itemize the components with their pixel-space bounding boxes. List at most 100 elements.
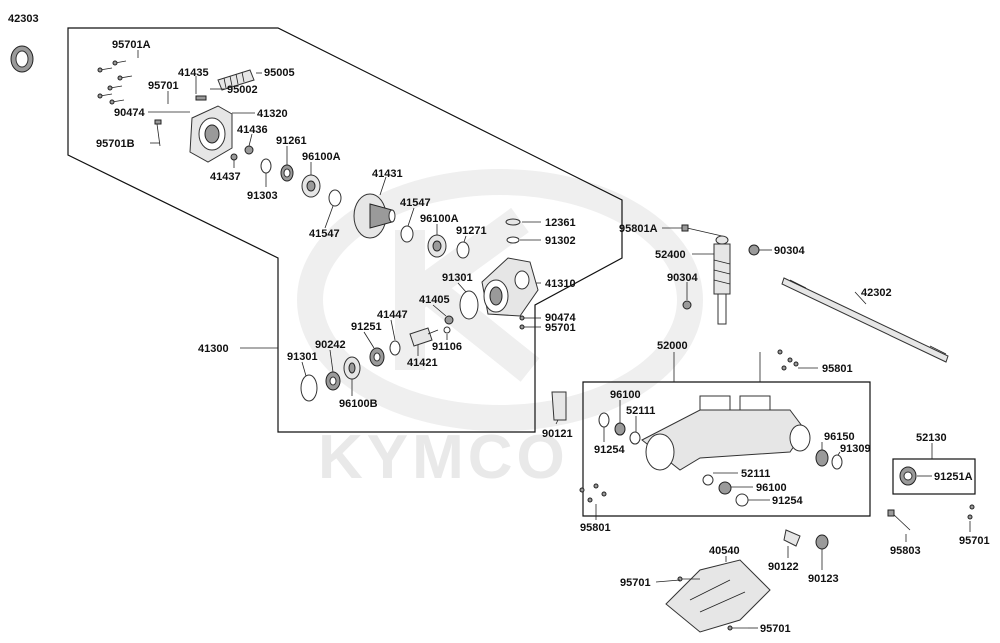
label-52130[interactable]: 52130 (916, 432, 947, 444)
bolts-95701c-part[interactable] (967, 504, 975, 520)
label-12361[interactable]: 12361 (545, 217, 576, 229)
label-41447[interactable]: 41447 (377, 309, 408, 321)
bearing-96100Ab-part[interactable] (427, 234, 447, 258)
label-91254-b[interactable]: 91254 (772, 495, 803, 507)
label-41405[interactable]: 41405 (419, 294, 450, 306)
label-41320[interactable]: 41320 (257, 108, 288, 120)
label-90121[interactable]: 90121 (542, 428, 573, 440)
bolt-90122-part[interactable] (783, 529, 801, 547)
oring-91303-part[interactable] (260, 158, 272, 174)
label-95002[interactable]: 95002 (227, 84, 258, 96)
label-41547-a[interactable]: 41547 (309, 228, 340, 240)
label-41300[interactable]: 41300 (198, 343, 229, 355)
skid-plate-40540-part[interactable] (665, 559, 771, 633)
bolts-95801-part[interactable] (777, 349, 799, 371)
label-96100B[interactable]: 96100B (339, 398, 378, 410)
label-91254-a[interactable]: 91254 (594, 444, 625, 456)
nut-90304-part[interactable] (748, 244, 760, 256)
label-95701-a[interactable]: 95701 (148, 80, 179, 92)
gear-41431-part[interactable] (353, 193, 396, 239)
label-95801A[interactable]: 95801A (619, 223, 658, 235)
bearing-96100b-part[interactable] (718, 481, 732, 495)
oring-91301b-part[interactable] (300, 374, 318, 402)
oring-91309-part[interactable] (831, 454, 843, 470)
seal-91254b-part[interactable] (735, 493, 749, 507)
bolt-95701d-part[interactable] (677, 576, 700, 582)
part-91106[interactable] (443, 326, 451, 334)
label-95701-d[interactable]: 95701 (620, 577, 651, 589)
label-95801-a[interactable]: 95801 (822, 363, 853, 375)
label-90123[interactable]: 90123 (808, 573, 839, 585)
collar-52111b-part[interactable] (702, 474, 714, 486)
label-90122[interactable]: 90122 (768, 561, 799, 573)
label-90304-a[interactable]: 90304 (774, 245, 805, 257)
label-90474-a[interactable]: 90474 (114, 107, 145, 119)
label-91251[interactable]: 91251 (351, 321, 382, 333)
label-90474-b[interactable]: 90474 (545, 312, 576, 324)
bearing-96100B-part[interactable] (343, 356, 361, 380)
bearing-96100A-part[interactable] (301, 174, 321, 198)
label-96100A-b[interactable]: 96100A (420, 213, 459, 225)
label-95701-e[interactable]: 95701 (760, 623, 791, 635)
bolts-90474-95701-part[interactable] (519, 315, 538, 330)
label-52400[interactable]: 52400 (655, 249, 686, 261)
bolts-95701A-part[interactable] (97, 60, 133, 105)
ring-41547-part[interactable] (328, 189, 342, 207)
pin-95002-part[interactable] (195, 95, 207, 101)
label-42302[interactable]: 42302 (861, 287, 892, 299)
shock-absorber-52400-part[interactable] (713, 235, 731, 325)
label-91303[interactable]: 91303 (247, 190, 278, 202)
label-95701-c[interactable]: 95701 (959, 535, 990, 547)
boot-95005-part[interactable] (217, 69, 255, 91)
label-95701B[interactable]: 95701B (96, 138, 135, 150)
label-95701-b[interactable]: 95701 (545, 322, 576, 334)
plug-90123-part[interactable] (815, 534, 829, 550)
label-40540[interactable]: 40540 (709, 545, 740, 557)
cover-housing-41320-part[interactable] (189, 105, 233, 163)
label-41421[interactable]: 41421 (407, 357, 438, 369)
label-95005[interactable]: 95005 (264, 67, 295, 79)
seal-91254-part[interactable] (598, 412, 610, 428)
collar-52111-part[interactable] (629, 431, 641, 445)
label-52111-a[interactable]: 52111 (626, 405, 655, 417)
label-96100-a[interactable]: 96100 (610, 389, 641, 401)
label-41436[interactable]: 41436 (237, 124, 268, 136)
bearing-96100-part[interactable] (614, 422, 626, 436)
pinion-41421-part[interactable] (409, 327, 439, 347)
nut-90242-part[interactable] (325, 371, 341, 391)
oring-91301-part[interactable] (459, 290, 479, 320)
part-41405[interactable] (444, 315, 454, 325)
bolt-95801A-part[interactable] (681, 224, 723, 237)
plug-90121-part[interactable] (551, 391, 567, 421)
label-96100-b[interactable]: 96100 (756, 482, 787, 494)
label-41437[interactable]: 41437 (210, 171, 241, 183)
label-41310[interactable]: 41310 (545, 278, 576, 290)
cap-12361-part[interactable] (505, 218, 521, 226)
label-91261[interactable]: 91261 (276, 135, 307, 147)
label-42303[interactable]: 42303 (8, 13, 39, 25)
label-52111-b[interactable]: 52111 (741, 468, 770, 480)
label-95803[interactable]: 95803 (890, 545, 921, 557)
seal-91251A-part[interactable] (899, 466, 917, 486)
label-91271[interactable]: 91271 (456, 225, 487, 237)
label-91106[interactable]: 91106 (432, 341, 462, 353)
label-90304-b[interactable]: 90304 (667, 272, 698, 284)
oring-91302-part[interactable] (506, 236, 520, 244)
label-96150[interactable]: 96150 (824, 431, 855, 443)
label-95701A[interactable]: 95701A (112, 39, 151, 51)
label-41431[interactable]: 41431 (372, 168, 403, 180)
label-91251A[interactable]: 91251A (934, 471, 973, 483)
label-91302[interactable]: 91302 (545, 235, 576, 247)
label-41435[interactable]: 41435 (178, 67, 209, 79)
bolt-95701e-part[interactable] (727, 625, 748, 631)
bolts-95801b-part[interactable] (579, 483, 607, 503)
label-41547-b[interactable]: 41547 (400, 197, 431, 209)
part-41447[interactable] (389, 340, 401, 356)
part-41437[interactable] (230, 153, 238, 161)
oring-91271-part[interactable] (456, 241, 470, 259)
gear-case-41310-part[interactable] (481, 257, 539, 317)
label-95801-b[interactable]: 95801 (580, 522, 611, 534)
swing-arm-52000-part[interactable] (641, 395, 811, 471)
label-91309[interactable]: 91309 (840, 443, 871, 455)
label-90242[interactable]: 90242 (315, 339, 346, 351)
